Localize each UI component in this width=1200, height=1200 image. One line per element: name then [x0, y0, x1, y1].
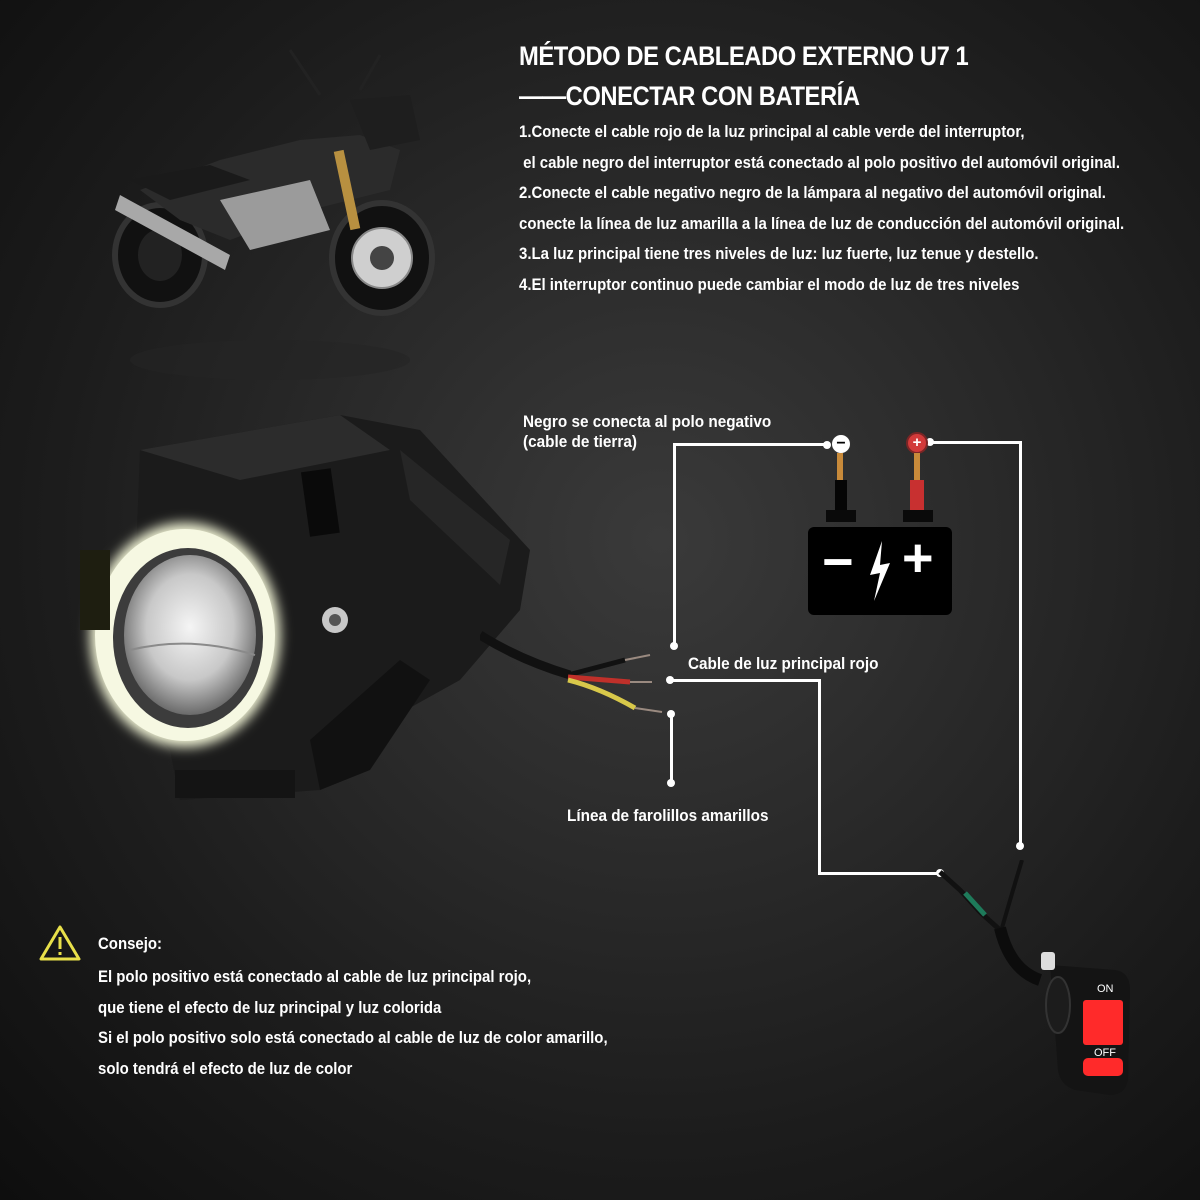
switch-off-label: OFF [1094, 1047, 1116, 1059]
step-line: 4.El interruptor continuo puede cambiar … [519, 274, 1020, 294]
headlight-lamp-image [80, 415, 530, 800]
handlebar-switch-image: ON OFF [938, 860, 1130, 1095]
tip-line: que tiene el efecto de luz principal y l… [98, 997, 442, 1017]
instruction-steps: 1.Conecte el cable rojo de la luz princi… [519, 117, 1124, 300]
negative-terminal-junction [823, 441, 831, 449]
negative-terminal-icon: − [831, 434, 851, 454]
positive-terminal-icon: + [906, 432, 928, 454]
lightning-bolt-icon [870, 541, 890, 601]
red-wire-junction [666, 676, 674, 684]
negative-pole-label-line-2: (cable de tierra) [523, 432, 637, 451]
negative-terminal-base [826, 510, 856, 522]
red-wire-horizontal [670, 679, 820, 682]
red-cable-label: Cable de luz principal rojo [688, 654, 879, 673]
tip-line: solo tendrá el efecto de luz de color [98, 1058, 353, 1078]
step-line: el cable negro del interruptor está cone… [519, 152, 1120, 172]
battery-minus-symbol: − [822, 532, 854, 592]
switch-black-wire-junction [1016, 842, 1024, 850]
red-wire-to-switch [818, 872, 941, 875]
positive-terminal-post [914, 453, 920, 481]
positive-terminal-junction [926, 438, 934, 446]
tip-section: Consejo: El polo positivo está conectado… [98, 932, 608, 1084]
negative-wire-vertical [673, 443, 676, 648]
step-line: 2.Conecte el cable negativo negro de la … [519, 183, 1106, 202]
positive-wire-vertical [1019, 441, 1022, 846]
negative-wire-junction [670, 642, 678, 650]
yellow-wire-junction-bottom [667, 779, 675, 787]
title-line-1: MÉTODO DE CABLEADO EXTERNO U7 1 [519, 41, 969, 71]
yellow-cable-label: Línea de farolillos amarillos [567, 806, 769, 825]
switch-on-label: ON [1097, 983, 1114, 995]
tip-heading: Consejo: [98, 934, 163, 953]
tip-line: Si el polo positivo solo está conectado … [98, 1028, 608, 1047]
positive-terminal-base [903, 510, 933, 522]
negative-cable-sleeve [835, 480, 847, 514]
yellow-wire-junction-top [667, 710, 675, 718]
step-line: conecte la línea de luz amarilla a la lí… [519, 213, 1125, 233]
battery-body: − + [808, 527, 952, 615]
step-line: 3.La luz principal tiene tres niveles de… [519, 244, 1039, 263]
battery-plus-symbol: + [902, 528, 934, 588]
negative-terminal-post [837, 453, 843, 481]
positive-cable-sleeve [910, 480, 924, 514]
page-title: MÉTODO DE CABLEADO EXTERNO U7 1 ——CONECT… [519, 36, 969, 116]
yellow-wire-indicator [670, 713, 673, 783]
lamp-cable [480, 631, 663, 713]
step-line: 1.Conecte el cable rojo de la luz princi… [519, 122, 1025, 141]
tip-line: El polo positivo está conectado al cable… [98, 967, 532, 986]
negative-pole-label-line-1: Negro se conecta al polo negativo [523, 412, 772, 431]
motorcycle-image [112, 49, 435, 380]
warning-icon [39, 925, 81, 961]
title-line-2: ——CONECTAR CON BATERÍA [519, 81, 860, 111]
positive-wire-horizontal [930, 441, 1022, 444]
negative-pole-label: Negro se conecta al polo negativo (cable… [523, 412, 771, 452]
red-wire-vertical [818, 679, 821, 874]
negative-wire-horizontal [673, 443, 828, 446]
